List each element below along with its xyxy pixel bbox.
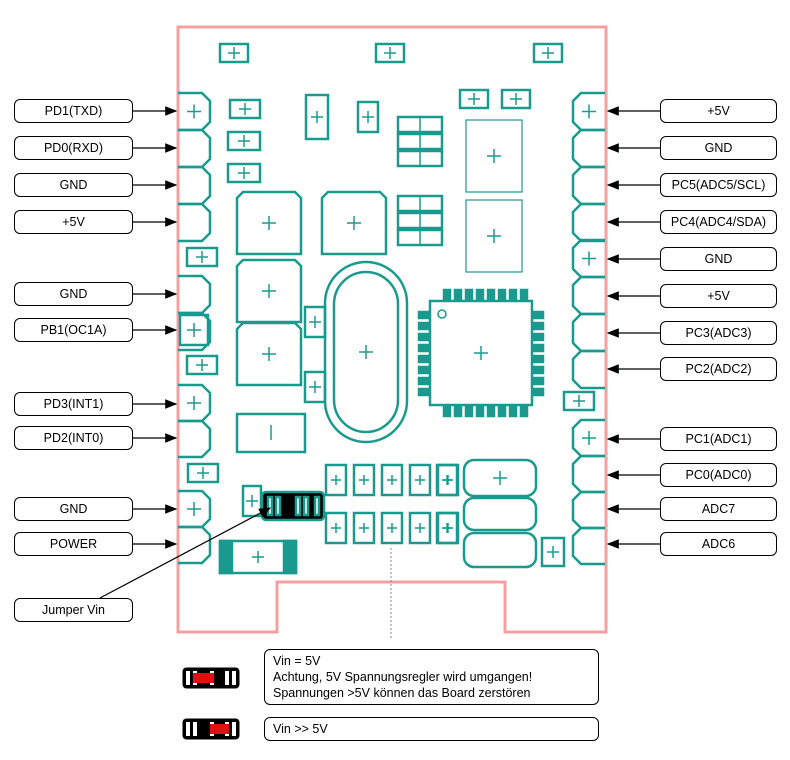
- label-gnd-right-2: GND: [660, 247, 777, 271]
- voltage-regulator: [235, 412, 307, 454]
- jumper-vin: [260, 490, 326, 522]
- smd-pad-5: [226, 162, 262, 184]
- sot-component-2: [465, 199, 523, 273]
- capacitor-3: [235, 258, 303, 324]
- label-pc3: PC3(ADC3): [660, 321, 777, 345]
- label-power: POWER: [14, 532, 133, 556]
- arrow-jumper-vin: [99, 507, 272, 599]
- smd-pad-7: [500, 88, 532, 110]
- label-gnd-left-1: GND: [14, 173, 133, 197]
- header-right-adc: [571, 418, 605, 566]
- smd-pad-v-1: [356, 100, 380, 134]
- resistor-row-top-5: [435, 463, 459, 497]
- smd-pad-10: [562, 390, 596, 412]
- legend-jumper-bypass-icon: [182, 667, 240, 689]
- label-adc6: ADC6: [660, 532, 777, 556]
- smd-pad-v-5: [241, 484, 263, 518]
- header-left-top: [178, 91, 212, 243]
- resistor-row-top-1: [352, 463, 376, 497]
- header-left-mid: [178, 274, 212, 352]
- crystal-oscillator: [323, 260, 409, 444]
- label-pd1: PD1(TXD): [14, 99, 133, 123]
- label-5v-right-2: +5V: [660, 284, 777, 308]
- resistor-row-bot-1: [352, 511, 376, 545]
- legend-bypass-text: Vin = 5V Achtung, 5V Spannungsregler wir…: [264, 649, 599, 705]
- smd-pad-0: [218, 42, 250, 64]
- resistor-row-bot-3: [408, 511, 432, 545]
- diode: [218, 539, 298, 575]
- legend-bypass-line-1: Vin = 5V: [273, 654, 321, 668]
- header-right-mid: [571, 238, 605, 390]
- smd-pad-8: [185, 246, 219, 268]
- legend-regulated-line-1: Vin >> 5V: [273, 722, 328, 736]
- legend-regulated-text: Vin >> 5V: [264, 717, 599, 741]
- smd-pad-6: [458, 88, 490, 110]
- smd-pad-v-4: [540, 536, 566, 568]
- label-pc4: PC4(ADC4/SDA): [660, 210, 777, 234]
- legend-bypass-line-2: Achtung, 5V Spannungsregler wird umgange…: [273, 670, 533, 684]
- resistor-row-top-0: [324, 463, 348, 497]
- capacitor-1: [235, 190, 303, 256]
- sot-component-1: [465, 119, 523, 193]
- board-outline: [176, 25, 608, 634]
- resistor-row-top-3: [408, 463, 432, 497]
- label-pc1: PC1(ADC1): [660, 427, 777, 451]
- smd-pad-3: [228, 98, 262, 120]
- capacitor-2: [320, 190, 388, 256]
- label-pd0: PD0(RXD): [14, 136, 133, 160]
- smd-pad-2: [532, 42, 564, 64]
- label-jumper-vin: Jumper Vin: [14, 598, 133, 622]
- legend-bypass-line-3: Spannungen >5V können das Board zerstöre…: [273, 686, 531, 700]
- label-5v-left-1: +5V: [14, 210, 133, 234]
- resistor-row-bot-2: [380, 511, 404, 545]
- label-pd2: PD2(INT0): [14, 426, 133, 450]
- smd-pad-4: [226, 130, 262, 152]
- label-5v-right-1: +5V: [660, 99, 777, 123]
- header-left-power: [178, 489, 212, 565]
- smd-pad-1: [374, 42, 406, 64]
- rounded-component-2: [462, 496, 538, 532]
- rounded-component-1: [462, 458, 538, 498]
- label-gnd-left-2: GND: [14, 282, 133, 306]
- label-adc7: ADC7: [660, 497, 777, 521]
- header-left-int: [178, 383, 212, 459]
- microcontroller-chip: [417, 288, 545, 418]
- label-pb1: PB1(OC1A): [14, 318, 133, 342]
- label-gnd-right-1: GND: [660, 136, 777, 160]
- smd-pad-v-0: [304, 93, 330, 141]
- label-pc0: PC0(ADC0): [660, 463, 777, 487]
- smd-pad-9: [185, 354, 219, 376]
- smd-pad-v-2: [303, 305, 327, 339]
- resistor-row-bot-5: [435, 511, 459, 545]
- resistor-row-bot-0: [324, 511, 348, 545]
- capacitor-4: [235, 321, 303, 387]
- rounded-component-3: [462, 531, 538, 569]
- pin-pb1-square: [178, 313, 210, 347]
- label-pc5: PC5(ADC5/SCL): [660, 173, 777, 197]
- header-right-top: [571, 91, 605, 243]
- smd-pad-11: [186, 462, 220, 484]
- legend-jumper-regulated-icon: [182, 718, 240, 740]
- label-pd3: PD3(INT1): [14, 392, 133, 416]
- label-pc2: PC2(ADC2): [660, 357, 777, 381]
- smd-pad-v-3: [303, 370, 327, 404]
- resistor-row-top-2: [380, 463, 404, 497]
- label-gnd-left-3: GND: [14, 497, 133, 521]
